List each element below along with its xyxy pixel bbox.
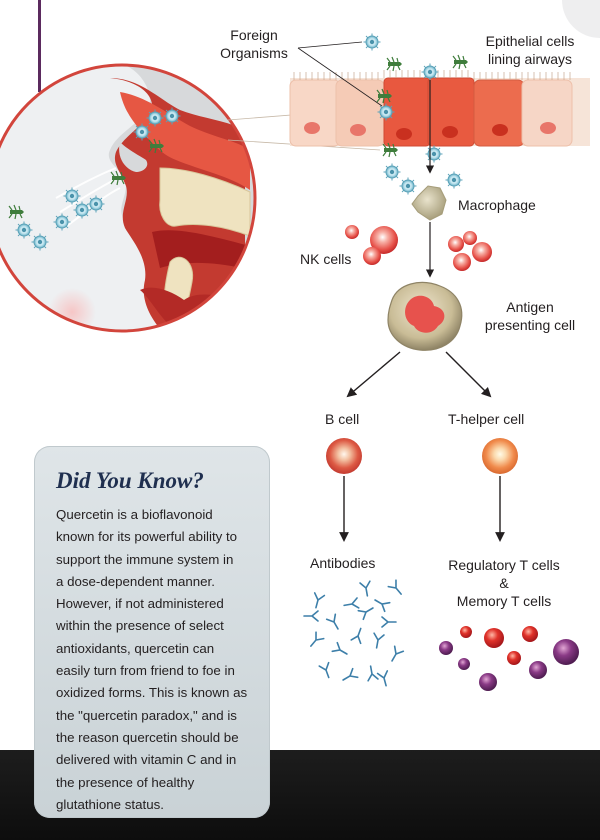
corner-decoration [562, 0, 600, 38]
arrow-to-b-cell [346, 351, 401, 398]
t-cells-line-3: Memory T cells [456, 593, 552, 609]
did-you-know-line: antioxidants, quercetin can [56, 640, 215, 656]
epithelial-cells [289, 70, 590, 147]
did-you-know-line: the "quercetin paradox," and is [56, 707, 237, 723]
epithelial-line-2: lining airways [487, 51, 573, 67]
t-helper-cell-circle [482, 438, 518, 474]
t-cells-group [439, 626, 579, 691]
apc-line-1: Antigen [506, 299, 554, 315]
antigen-presenting-cell [387, 281, 463, 351]
did-you-know-line: the presence of healthy [56, 774, 195, 790]
t-helper-cell-label: T-helper cell [448, 411, 525, 427]
did-you-know-line: Quercetin is a bioflavonoid [56, 507, 213, 522]
epithelial-line-1: Epithelial cells [485, 33, 575, 49]
did-you-know-line: support the immune system in [56, 551, 234, 567]
foreign-organisms-line-2: Organisms [220, 45, 288, 61]
did-you-know-line: a dose-dependent manner. [56, 573, 215, 589]
nk-cells-label: NK cells [300, 251, 352, 267]
did-you-know-line: easily turn from friend to foe in [56, 663, 235, 679]
did-you-know-title: Did You Know? [56, 468, 204, 493]
did-you-know-card: Did You Know? Quercetin is a bioflavonoi… [34, 446, 270, 818]
did-you-know-line: delivered with vitamin C and in [56, 752, 237, 768]
b-cell-circle [326, 438, 362, 474]
macrophage-label: Macrophage [458, 197, 536, 213]
epithelial-cells-label: Epithelial cells lining airways [468, 32, 592, 68]
t-cells-label: Regulatory T cells & Memory T cells [436, 556, 572, 610]
t-cells-line-2: & [499, 575, 509, 591]
foreign-pointer-1 [297, 41, 363, 49]
foreign-organisms-label: Foreign Organisms [214, 26, 294, 62]
t-cells-line-1: Regulatory T cells [448, 557, 560, 573]
accent-bar [38, 0, 41, 92]
did-you-know-line: the reason quercetin should be [56, 729, 239, 745]
did-you-know-line: within the presence of select [56, 618, 224, 634]
did-you-know-line: known for its powerful ability to [56, 529, 238, 545]
did-you-know-line: oxidized forms. This is known as [56, 685, 248, 701]
foreign-pointer-2 [297, 47, 383, 107]
did-you-know-line: However, if not administered [56, 596, 224, 612]
apc-line-2: presenting cell [484, 317, 576, 333]
foreign-organisms-line-1: Foreign [230, 27, 278, 43]
did-you-know-line: glutathione status. [56, 796, 164, 812]
apc-label: Antigen presenting cell [466, 298, 594, 334]
antibodies-label: Antibodies [310, 555, 376, 571]
macrophage-cell [411, 185, 447, 221]
did-you-know-body: Quercetin is a bioflavonoid known for it… [56, 504, 264, 816]
b-cell-label: B cell [325, 411, 360, 427]
nk-cells [345, 225, 492, 271]
arrow-to-t-helper [445, 351, 492, 398]
